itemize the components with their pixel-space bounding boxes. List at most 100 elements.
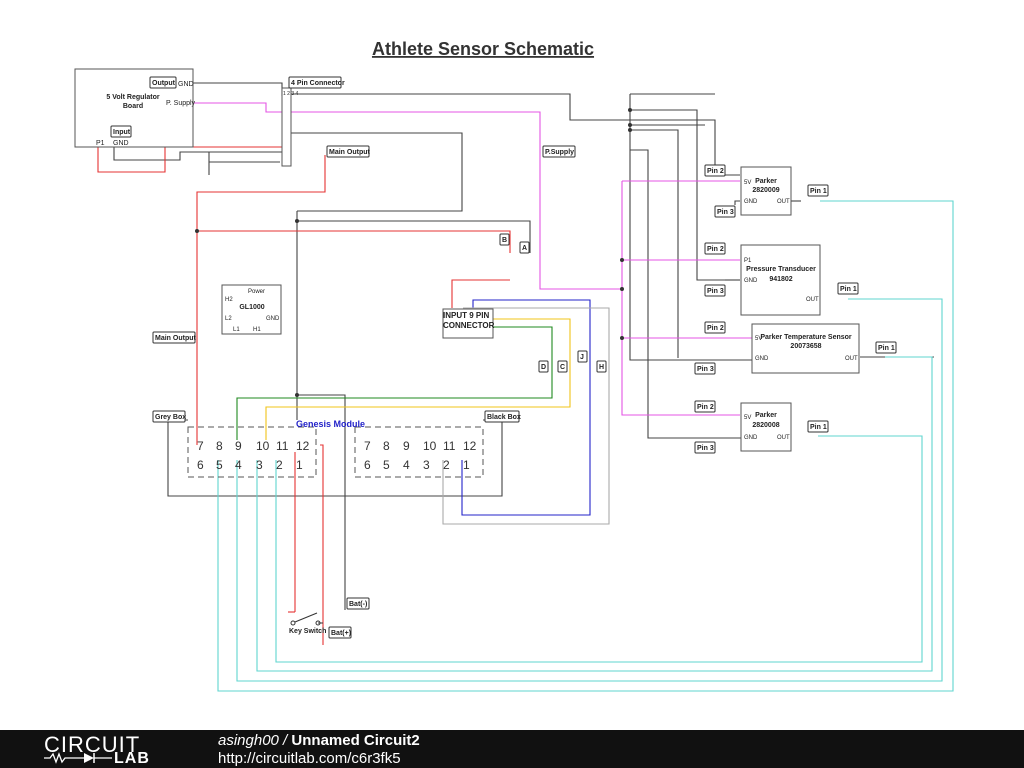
pin-label: 5 bbox=[216, 458, 223, 472]
svg-text:Pin 2: Pin 2 bbox=[707, 168, 724, 175]
sensor2-pin1-tag[interactable]: Pin 1 bbox=[837, 282, 859, 295]
sensor3-pin3-tag[interactable]: Pin 3 bbox=[694, 362, 716, 375]
sensor-gnd: GND bbox=[744, 278, 758, 284]
pin-label: 7 bbox=[364, 439, 371, 453]
circuitlab-logo[interactable]: CIRCUIT LAB bbox=[44, 732, 184, 767]
svg-text:Pin 3: Pin 3 bbox=[697, 366, 714, 373]
bat-neg-tag[interactable]: Bat(-) bbox=[346, 597, 370, 610]
main-output-top-tag[interactable]: Main Output bbox=[326, 145, 370, 158]
svg-text:A: A bbox=[522, 245, 527, 252]
regulator-board[interactable]: 5 Volt Regulator Board GND P. Supply P1 … bbox=[74, 68, 196, 148]
circuit-url[interactable]: http://circuitlab.com/c6r3fk5 bbox=[218, 750, 401, 767]
sensor-out: OUT bbox=[777, 435, 790, 441]
pin-label: 1 bbox=[463, 458, 470, 472]
psupply-tag[interactable]: P.Supply bbox=[542, 145, 576, 158]
gl1000-h2: H2 bbox=[225, 297, 233, 303]
svg-text:C: C bbox=[560, 364, 565, 371]
sensor-out: OUT bbox=[777, 199, 790, 205]
logo-text-bottom: LAB bbox=[114, 750, 150, 767]
sensor-name: Parker Temperature Sensor bbox=[760, 334, 852, 341]
sensor2-pin2-tag[interactable]: Pin 2 bbox=[704, 242, 726, 255]
bat-pos-tag[interactable]: Bat(+) bbox=[328, 626, 352, 639]
tag-c[interactable]: C bbox=[557, 360, 568, 373]
svg-text:P.Supply: P.Supply bbox=[545, 149, 574, 156]
pin-label: 3 bbox=[256, 458, 263, 472]
gl1000-name: GL1000 bbox=[239, 304, 264, 311]
wires bbox=[97, 82, 954, 692]
sensor2-pin3-tag[interactable]: Pin 3 bbox=[704, 284, 726, 297]
svg-text:Bat(-): Bat(-) bbox=[349, 601, 367, 608]
pin-label: 11 bbox=[276, 439, 289, 453]
sensor1-pin2-tag[interactable]: Pin 2 bbox=[704, 164, 726, 177]
sensor-pressure-transducer-941802[interactable]: Pressure Transducer 941802 P1 GND OUT bbox=[740, 244, 821, 316]
footer-bar: CIRCUIT LAB asingh00 / Unnamed Circuit2 … bbox=[0, 730, 1024, 768]
schematic-canvas: Athlete Sensor Schematic bbox=[74, 39, 954, 692]
genesis-label: Genesis Module bbox=[296, 419, 365, 429]
four-pin-connector-tag[interactable]: 4 Pin Connector bbox=[288, 76, 345, 89]
sensor-parker-temperature-20073658[interactable]: Parker Temperature Sensor 20073658 5V GN… bbox=[751, 323, 860, 374]
sensor1-pin3-tag[interactable]: Pin 3 bbox=[714, 205, 736, 218]
genesis-module[interactable]: Genesis Module 7 8 9 10 11 12 6 5 4 3 2 … bbox=[187, 419, 484, 478]
tag-d[interactable]: D bbox=[538, 360, 549, 373]
genesis-right-top-pins: 7 8 9 10 11 12 bbox=[364, 439, 477, 453]
pin-label: 10 bbox=[423, 439, 437, 453]
sensor-out: OUT bbox=[806, 297, 819, 303]
svg-text:Pin 2: Pin 2 bbox=[707, 246, 724, 253]
main-output-left-tag[interactable]: Main Output bbox=[152, 331, 196, 344]
sensor-parker-2820009[interactable]: Parker 2820009 5V GND OUT bbox=[740, 166, 792, 216]
schematic-title: Athlete Sensor Schematic bbox=[372, 39, 594, 59]
sensor-name: Parker bbox=[755, 178, 777, 185]
regulator-gnd-label: GND bbox=[178, 81, 194, 88]
svg-text:4 Pin Connector: 4 Pin Connector bbox=[291, 80, 345, 87]
svg-text:Main Output: Main Output bbox=[155, 335, 196, 342]
sensor4-pin1-tag[interactable]: Pin 1 bbox=[807, 420, 829, 433]
regulator-name-line2: Board bbox=[123, 103, 143, 110]
sensor-5v: 5V bbox=[744, 415, 751, 421]
gl1000-module[interactable]: GL1000 Power H2 L2 GND L1 H1 bbox=[221, 284, 282, 335]
svg-text:D: D bbox=[541, 364, 546, 371]
regulator-output-tag[interactable]: Output bbox=[149, 76, 177, 89]
regulator-p1-label: P1 bbox=[96, 140, 105, 147]
gl1000-gnd: GND bbox=[266, 316, 280, 322]
svg-text:Pin 1: Pin 1 bbox=[810, 188, 827, 195]
black-box-tag[interactable]: Black Box bbox=[484, 410, 521, 423]
gl1000-l2: L2 bbox=[225, 316, 232, 322]
pin-label: 6 bbox=[364, 458, 371, 472]
input-9-pin-connector[interactable]: INPUT 9 PIN CONNECTOR bbox=[442, 308, 495, 339]
svg-text:B: B bbox=[502, 237, 507, 244]
regulator-input-tag[interactable]: Input bbox=[110, 125, 132, 138]
key-switch-label: Key Switch bbox=[289, 628, 326, 635]
sensor-out: OUT bbox=[845, 356, 858, 362]
svg-text:J: J bbox=[580, 354, 584, 361]
sensor3-pin2-tag[interactable]: Pin 2 bbox=[704, 321, 726, 334]
sensor-gnd: GND bbox=[755, 356, 769, 362]
sensor-parker-2820008[interactable]: Parker 2820008 5V GND OUT bbox=[740, 402, 792, 452]
sensor4-pin3-tag[interactable]: Pin 3 bbox=[694, 441, 716, 454]
key-switch[interactable]: Key Switch bbox=[289, 612, 326, 635]
svg-text:Pin 1: Pin 1 bbox=[878, 345, 895, 352]
sensor-model: 2820009 bbox=[752, 187, 779, 194]
four-pin-connector[interactable]: 1 2 3 4 bbox=[281, 87, 299, 167]
junction-dots bbox=[195, 108, 632, 397]
sensor-model: 20073658 bbox=[790, 343, 821, 350]
pin-label: 2 bbox=[443, 458, 450, 472]
svg-text:Pin 2: Pin 2 bbox=[707, 325, 724, 332]
sensor-5v: 5V bbox=[744, 180, 751, 186]
svg-text:H: H bbox=[599, 364, 604, 371]
sensor3-pin1-tag[interactable]: Pin 1 bbox=[875, 341, 897, 354]
circuit-name[interactable]: Unnamed Circuit2 bbox=[291, 732, 420, 749]
tag-b[interactable]: B bbox=[499, 233, 510, 246]
svg-text:Black Box: Black Box bbox=[487, 414, 521, 421]
username-link[interactable]: asingh00 bbox=[218, 732, 279, 749]
svg-text:Output: Output bbox=[152, 80, 176, 87]
pin-label: 1 bbox=[296, 458, 303, 472]
pin-label: 11 bbox=[443, 439, 456, 453]
tag-j[interactable]: J bbox=[577, 350, 588, 363]
tag-h[interactable]: H bbox=[596, 360, 607, 373]
sensor4-pin2-tag[interactable]: Pin 2 bbox=[694, 400, 716, 413]
grey-box-tag[interactable]: Grey Box bbox=[152, 410, 186, 423]
tag-a[interactable]: A bbox=[519, 241, 530, 254]
svg-text:Pin 3: Pin 3 bbox=[717, 209, 734, 216]
sensor1-pin1-tag[interactable]: Pin 1 bbox=[807, 184, 829, 197]
svg-text:Input: Input bbox=[113, 129, 131, 136]
